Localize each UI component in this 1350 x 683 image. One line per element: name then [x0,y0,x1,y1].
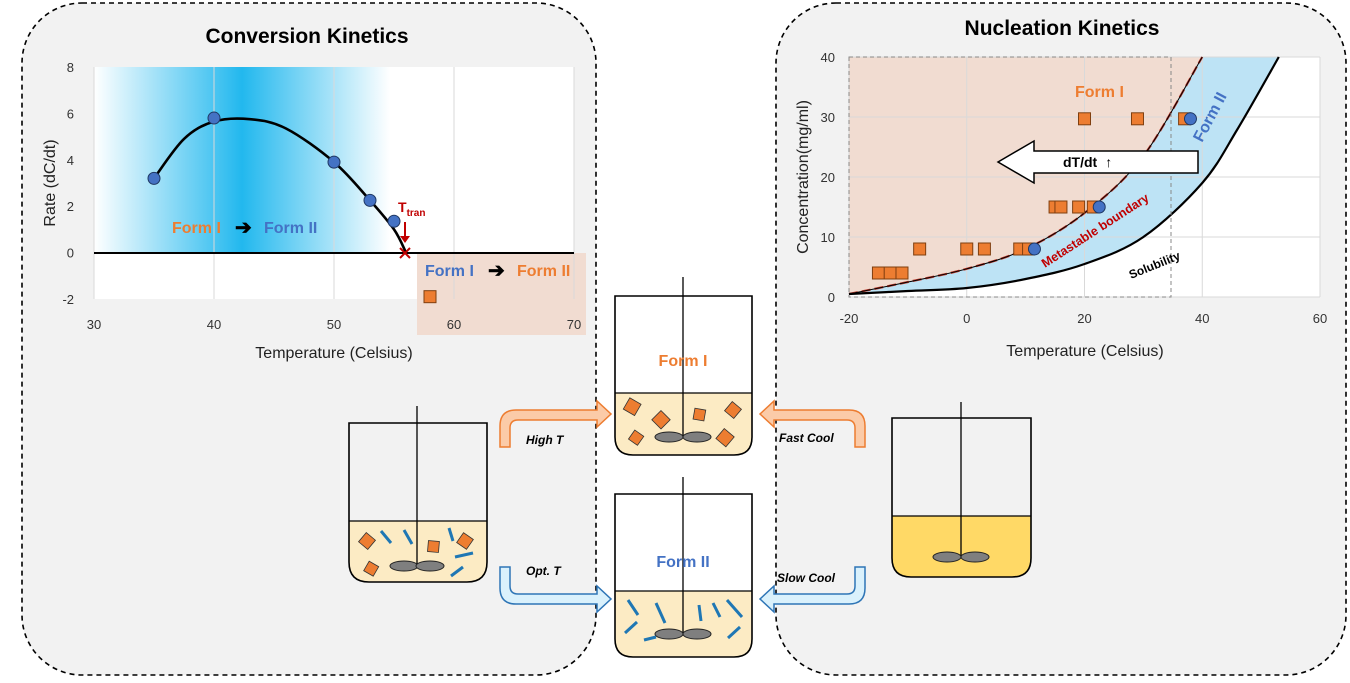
left-x-tick-label: 30 [87,317,101,332]
right-x-tick-label: -20 [840,311,859,326]
rate-point [207,111,221,125]
form-i-point [977,242,991,256]
nucleation-title: Nucleation Kinetics [965,17,1160,40]
form-i-point [895,266,909,280]
right-x-tick-label: 20 [1077,311,1091,326]
form-i-point [883,266,897,280]
right-x-axis-label: Temperature (Celsius) [1006,343,1163,360]
cooling-rate-arrow [996,139,1199,185]
form-i-point [1054,200,1068,214]
left-y-tick-label: 8 [67,60,74,75]
left-x-tick-label: 70 [567,317,581,332]
opt-t-arrow [499,566,613,614]
form-ii-point [1092,200,1106,214]
right-y-tick-label: 30 [821,110,835,125]
slow-cool-arrow [758,566,866,614]
form-ii-vessel [614,477,753,658]
form-ii-vessel-label: Form II [656,554,709,571]
form-ii-point [1027,242,1041,256]
metastable-boundary-underlay [848,56,1203,295]
mixed-slurry-vessel [348,406,488,583]
right-x-tick-label: 60 [1313,311,1327,326]
form-i-point [1130,112,1144,126]
form-ii-label-2: Form II [517,263,570,280]
right-y-tick-label: 40 [821,50,835,65]
form-i-label-2: Form I [425,263,474,280]
left-x-tick-label: 50 [327,317,341,332]
arrow-icon: ➔ [488,260,505,282]
right-y-axis-label: Concentration(mg/ml) [795,100,812,254]
left-y-tick-label: 6 [67,106,74,121]
form-i-point [871,266,885,280]
slow-cool-label: Slow Cool [777,571,836,585]
clear-solution-vessel [891,402,1032,578]
form-i-point [1078,112,1091,126]
rate-point [147,171,161,185]
left-y-tick-label: 2 [67,199,74,214]
form-i-point [1072,200,1086,214]
high-t-arrow [499,399,613,448]
right-x-tick-label: 40 [1195,311,1209,326]
form-ii-label-1: Form II [264,220,317,237]
rate-point [327,155,341,169]
fast-cool-label: Fast Cool [779,431,834,445]
form-i-point [913,242,927,256]
left-y-tick-label: 4 [67,153,74,168]
left-y-tick-label: 0 [67,246,74,261]
right-y-tick-label: 20 [821,170,835,185]
reverse-rate-point [423,290,437,304]
ttran-arrowhead [400,236,410,243]
ttran-label: Ttran [398,199,425,219]
solubility-curve [848,56,1280,296]
blue-gradient-region [94,67,390,253]
left-x-tick-label: 60 [447,317,461,332]
conversion-title: Conversion Kinetics [205,25,408,48]
reverse-region [417,253,586,335]
left-y-axis-label: Rate (dC/dt) [42,139,59,226]
fast-cool-arrow [758,399,866,448]
right-y-tick-label: 0 [828,290,835,305]
arrow-icon: ➔ [235,217,252,239]
form-i-region-label: Form I [1075,84,1124,101]
left-x-axis-label: Temperature (Celsius) [255,345,412,362]
rate-point [363,193,377,207]
form-i-label-1: Form I [172,220,221,237]
right-y-tick-label: 10 [821,230,835,245]
left-x-tick-label: 40 [207,317,221,332]
conversion-chart: 30 40 50 60 70 -2 0 2 4 6 8 Form I ➔ Form II Form … [42,60,586,362]
left-y-tick-label: -2 [62,292,74,307]
form-i-point [960,242,974,256]
form-i-dashed-border [848,56,1172,298]
right-x-tick-label: 0 [963,311,970,326]
high-t-label: High T [526,433,565,447]
ttran-marker [399,247,411,259]
form-i-vessel-label: Form I [659,353,708,370]
opt-t-label: Opt. T [526,564,562,578]
rate-point [387,214,401,228]
cooling-rate-label: dT/dt↑ [1063,154,1112,170]
form-i-vessel [614,277,753,456]
form-ii-point [1183,112,1197,126]
